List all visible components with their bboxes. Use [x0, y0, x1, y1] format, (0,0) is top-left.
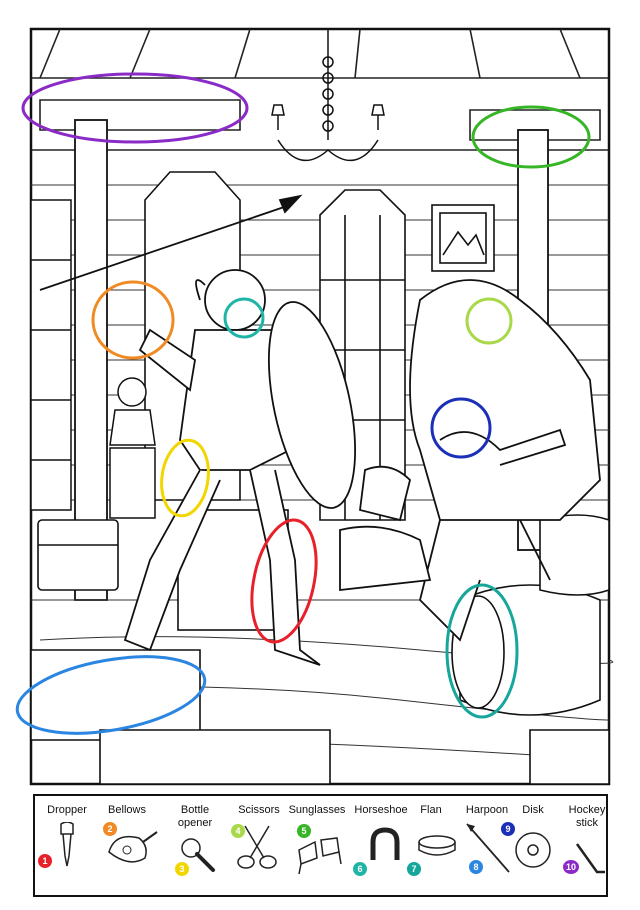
legend-number: 2: [103, 822, 117, 836]
bookshelf: [30, 199, 72, 511]
dropper-icon: [60, 822, 74, 867]
disk-icon: [515, 832, 551, 868]
legend-number: 8: [469, 860, 483, 874]
legend-number: 4: [231, 824, 245, 838]
wall-painting: [431, 204, 495, 272]
armored-warrior: [39, 194, 357, 666]
legend-number: 10: [563, 860, 579, 874]
legend-item-flan[interactable]: Flan 7: [407, 796, 461, 895]
found-circle-hockey-stick[interactable]: [21, 72, 249, 144]
found-circle-sunglasses[interactable]: [223, 297, 265, 339]
legend-item-dropper[interactable]: Dropper 1: [35, 796, 93, 895]
legend-number: 7: [407, 862, 421, 876]
bottle-opener-icon: [181, 838, 215, 872]
legend-item-bottle-opener[interactable]: Bottle opener 3: [159, 796, 219, 895]
legend-label: Sunglasses: [288, 804, 346, 816]
legend-item-disk[interactable]: Disk 9: [501, 796, 559, 895]
found-circle-horseshoe[interactable]: [471, 105, 591, 169]
scene-illustration: [11, 27, 614, 786]
legend-item-harpoon[interactable]: Harpoon 8: [463, 796, 513, 895]
legend-item-horseshoe[interactable]: Horseshoe 6: [349, 796, 409, 895]
legend-label: Flan: [420, 804, 442, 816]
legend-number: 1: [38, 854, 52, 868]
legend-label: Scissors: [238, 804, 280, 816]
troll: [339, 279, 601, 642]
horseshoe-icon: [370, 827, 400, 860]
hockey-stick-icon: [575, 843, 605, 874]
found-circle-dropper[interactable]: [242, 514, 326, 648]
legend-label: Horseshoe: [354, 804, 408, 816]
legend-item-bellows[interactable]: Bellows 2: [95, 796, 158, 895]
legend-item-sunglasses[interactable]: Sunglasses 5: [285, 796, 347, 895]
scissors-icon: [237, 825, 277, 869]
legend-label: Bellows: [108, 804, 146, 816]
flan-icon: [418, 835, 456, 856]
legend-number: 6: [353, 862, 367, 876]
legend-label: Bottle opener: [177, 804, 213, 829]
found-circles: [11, 72, 591, 746]
legend-item-hockey-stick[interactable]: Hockey stick 10: [557, 796, 607, 895]
found-circle-bellows[interactable]: [91, 280, 175, 360]
found-circle-harpoon[interactable]: [11, 644, 210, 746]
legend-number: 3: [175, 862, 189, 876]
chandelier: [271, 29, 385, 162]
legend-number: 5: [297, 824, 311, 838]
legend-label: Dropper: [47, 804, 87, 816]
harpoon-icon: [466, 823, 510, 873]
found-circle-disk[interactable]: [430, 397, 492, 459]
sunglasses-icon: [298, 837, 342, 875]
legend-label: Harpoon: [465, 804, 509, 816]
legend-number: 9: [501, 822, 515, 836]
bust-statue: [109, 377, 156, 519]
legend-item-scissors[interactable]: Scissors 4: [221, 796, 283, 895]
item-legend: Dropper 1 Bellows 2 Bottle opener 3 Scis…: [33, 794, 608, 897]
legend-label: Disk: [522, 804, 544, 816]
barrels: [451, 514, 610, 716]
found-circle-bottle-opener[interactable]: [157, 437, 213, 519]
legend-label: Hockey stick: [568, 804, 606, 829]
found-circle-flan[interactable]: [445, 583, 519, 719]
bellows-icon: [108, 831, 158, 863]
found-circle-scissors[interactable]: [465, 297, 513, 345]
